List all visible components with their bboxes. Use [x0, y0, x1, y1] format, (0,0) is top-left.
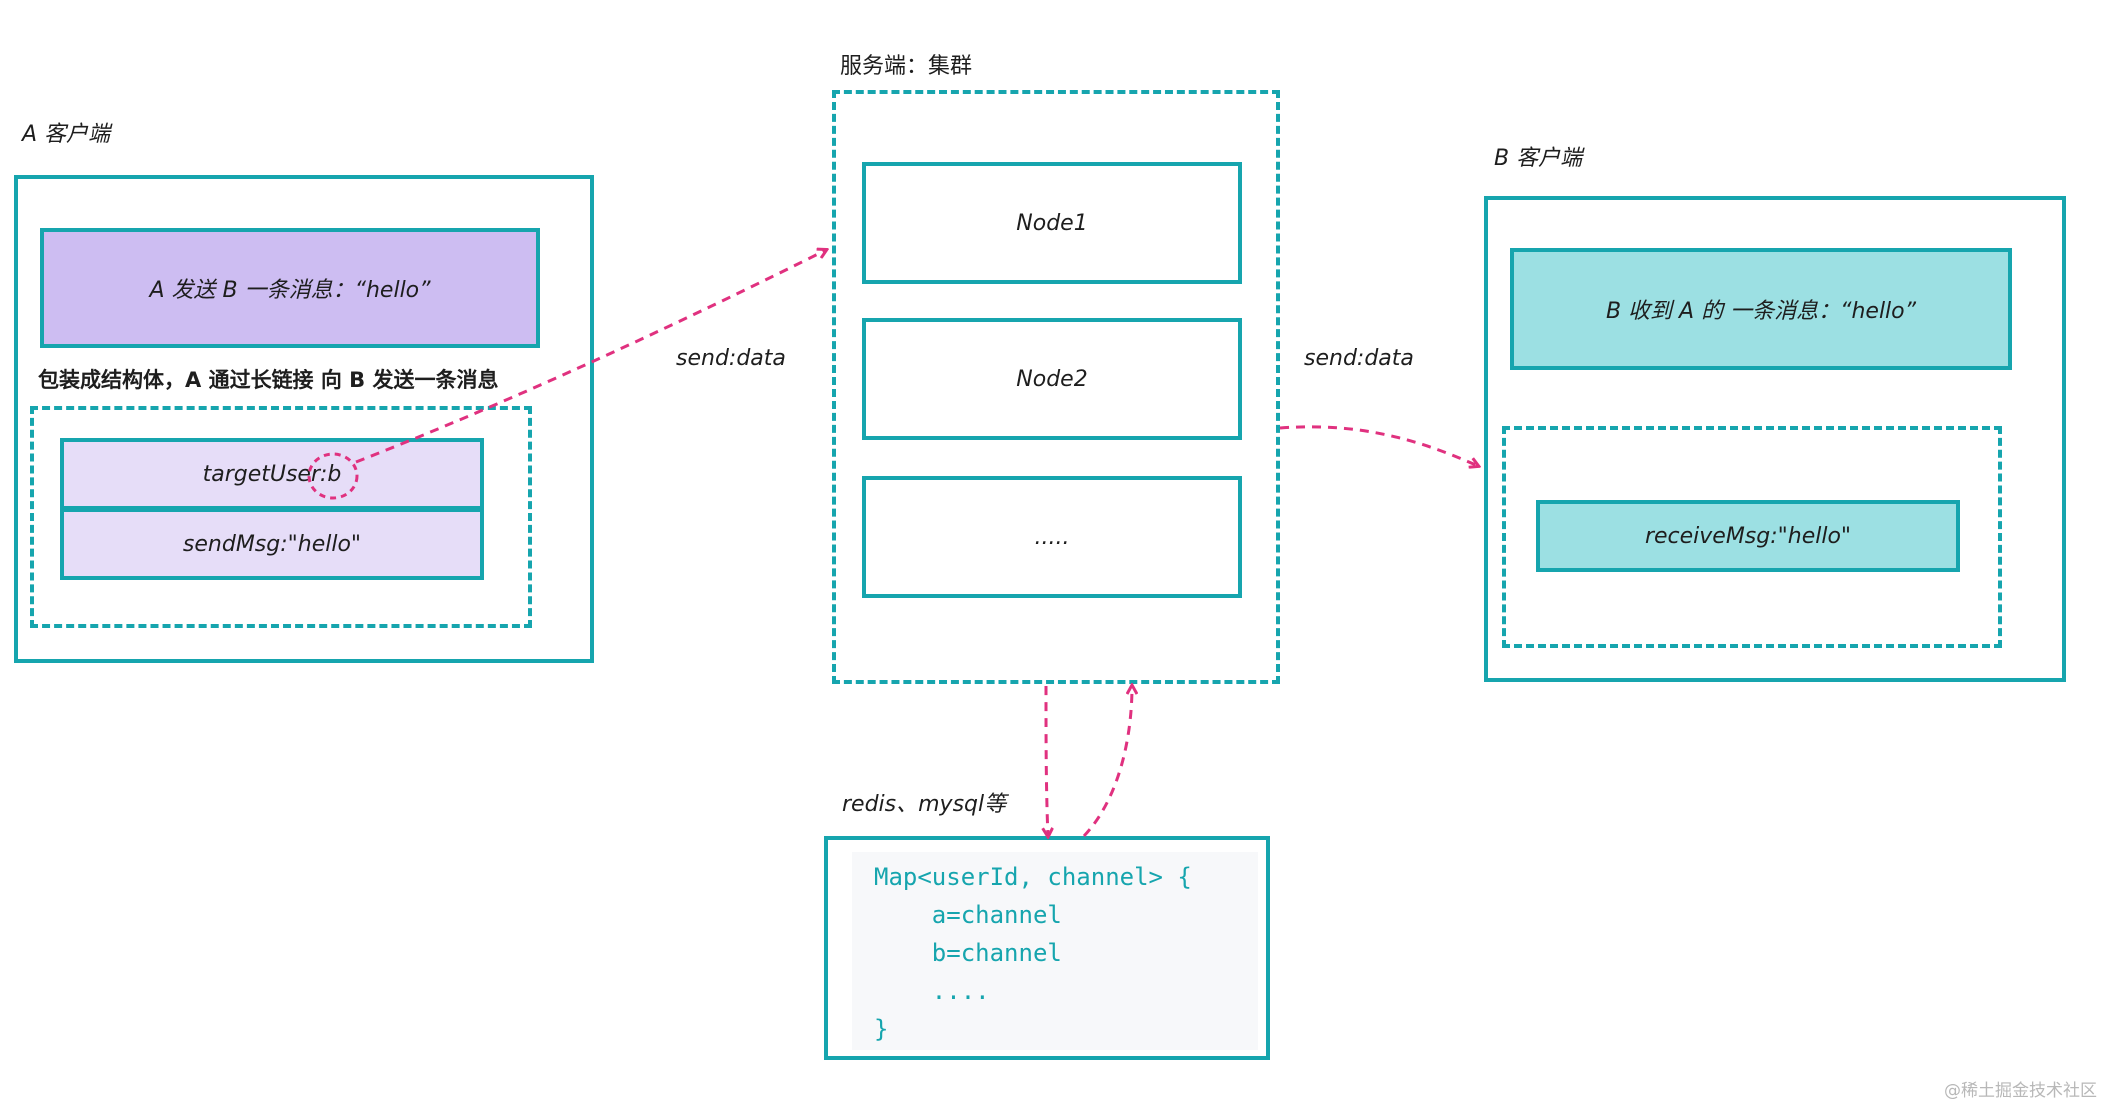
send-data-label-right: send:data — [1304, 346, 1414, 371]
receive-container — [1502, 426, 2002, 648]
receive-msg-text: receiveMsg:"hello" — [1644, 523, 1852, 549]
code-line-2: a=channel — [874, 901, 1062, 929]
send-msg-text: sendMsg:"hello" — [182, 531, 362, 557]
storage-code-bg — [852, 852, 1258, 1050]
code-line-1: Map<userId, channel> { — [874, 863, 1192, 891]
client-b-message-text: B 收到 A 的 一条消息：“hello” — [1605, 299, 1917, 324]
watermark: @稀土掘金技术社区 — [1944, 1081, 2097, 1101]
node-1: Node1 — [862, 162, 1242, 284]
server-title: 服务端：集群 — [840, 54, 973, 79]
storage-title: redis、mysql等 — [842, 792, 1007, 817]
node-2-label: Node2 — [1016, 366, 1088, 392]
client-b-message: B 收到 A 的 一条消息：“hello” — [1510, 248, 2012, 370]
arrow-server-to-b — [1279, 425, 1478, 466]
node-more: ..... — [862, 476, 1242, 598]
receive-msg-field: receiveMsg:"hello" — [1536, 500, 1960, 572]
client-a-message: A 发送 B 一条消息：“hello” — [40, 228, 540, 348]
client-a-box — [14, 175, 594, 663]
arrow-storage-to-server — [1082, 686, 1132, 838]
code-line-3: b=channel — [874, 939, 1062, 967]
code-line-5: } — [874, 1015, 889, 1043]
node-2: Node2 — [862, 318, 1242, 440]
send-data-label-left: send:data — [676, 346, 786, 371]
target-user-text: targetUser:b — [202, 461, 342, 487]
node-more-label: ..... — [1034, 524, 1070, 550]
client-a-message-text: A 发送 B 一条消息：“hello” — [149, 278, 431, 303]
client-b-title: B 客户端 — [1494, 146, 1583, 171]
arrow-a-to-server — [355, 250, 826, 464]
target-highlight-circle — [307, 452, 359, 500]
code-line-4: .... — [874, 977, 990, 1005]
wrap-note: 包装成结构体，A 通过长链接 向 B 发送一条消息 — [38, 368, 499, 392]
client-b-box — [1484, 196, 2066, 682]
node-1-label: Node1 — [1016, 210, 1088, 236]
send-msg-field: sendMsg:"hello" — [60, 508, 484, 580]
struct-container — [30, 406, 532, 628]
target-user-field: targetUser:b — [60, 438, 484, 510]
client-a-title: A 客户端 — [22, 122, 111, 147]
arrow-server-to-storage — [1046, 685, 1048, 836]
server-cluster — [832, 90, 1280, 684]
